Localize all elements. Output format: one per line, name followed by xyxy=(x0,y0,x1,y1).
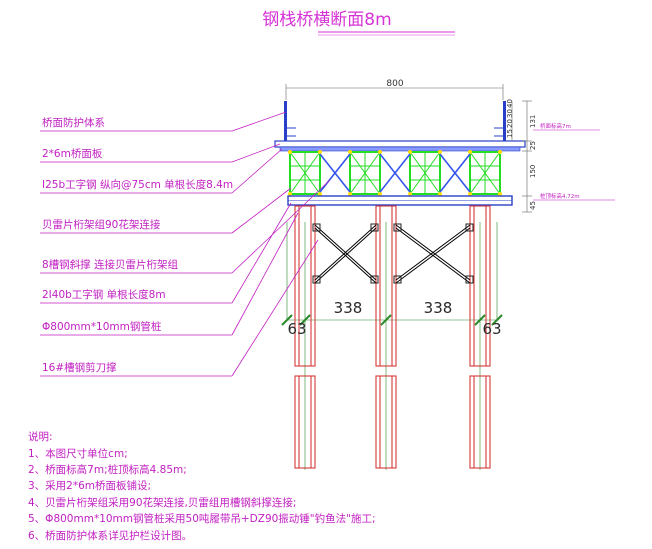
svg-text:2*6m桥面板: 2*6m桥面板 xyxy=(42,147,103,160)
pile-edge-right-label: 63 xyxy=(482,320,501,338)
callout-cap-beam: 2I40b工字钢 单根长度8m xyxy=(40,202,292,304)
i25b-beam-layer xyxy=(279,146,521,152)
pile-centerlines xyxy=(286,222,498,470)
callout-guardrail: 桥面防护体系 xyxy=(40,111,287,132)
span-right-label: 338 xyxy=(424,299,453,317)
svg-text:桥面标高7m: 桥面标高7m xyxy=(540,122,571,130)
top-width-dimension: 800 xyxy=(285,79,504,100)
callout-deck-panel: 2*6m桥面板 xyxy=(40,143,281,163)
span-left-label: 338 xyxy=(334,299,363,317)
note-item-1: 1、本图尺寸单位cm; xyxy=(28,447,128,460)
height-label-2: 25 xyxy=(529,141,537,150)
small-dim-1: 15 xyxy=(506,129,514,138)
small-dim-4: 40 xyxy=(506,99,514,108)
svg-text:桩顶标高4.72m: 桩顶标高4.72m xyxy=(540,192,580,200)
note-item-4: 4、贝雷片桁架组采用90花架连接,贝雷组用槽钢斜撑连接; xyxy=(28,496,296,509)
svg-text:桥面防护体系: 桥面防护体系 xyxy=(42,116,105,129)
svg-text:8槽钢斜撑 连接贝雷片桁架组: 8槽钢斜撑 连接贝雷片桁架组 xyxy=(42,258,179,271)
drawing-title: 钢栈桥横断面8m xyxy=(262,10,391,30)
svg-text:I25b工字钢 纵向@75cm 单根长度8.4m: I25b工字钢 纵向@75cm 单根长度8.4m xyxy=(42,178,233,191)
callout-steel-pile: Φ800mm*10mm钢管桩 xyxy=(40,212,299,336)
notes-block: 说明: 1、本图尺寸单位cm; 2、桥面标高7m;桩顶标高4.85m; 3、采用… xyxy=(28,430,376,542)
span-ticks xyxy=(281,314,503,326)
note-item-2: 2、桥面标高7m;桩顶标高4.85m; xyxy=(28,463,187,476)
callout-channel-brace: 8槽钢斜撑 连接贝雷片桁架组 xyxy=(40,179,331,274)
steel-pipe-pile-left xyxy=(294,205,316,469)
note-item-3: 3、采用2*6m桥面板铺设; xyxy=(28,479,151,492)
height-label-1: 131 xyxy=(529,115,537,128)
deck-elevation-marker: 桥面标高7m xyxy=(533,122,600,131)
note-item-6: 6、桥面防护体系详见护栏设计图。 xyxy=(28,529,192,542)
width-label: 800 xyxy=(386,79,403,89)
guardrail-left xyxy=(284,101,296,141)
callout-bailey: 贝雷片桁架组90花架连接 xyxy=(40,187,292,234)
note-item-5: 5、Φ800mm*10mm钢管桩采用50吨履带吊+DZ90振动锤"钓鱼法"施工; xyxy=(28,512,376,525)
pile-top-elevation-marker: 桩顶标高4.72m xyxy=(533,192,615,201)
pile-edge-left-label: 63 xyxy=(287,320,306,338)
scissor-braces xyxy=(312,223,474,284)
svg-text:贝雷片桁架组90花架连接: 贝雷片桁架组90花架连接 xyxy=(42,218,161,231)
svg-text:2I40b工字钢 单根长度8m: 2I40b工字钢 单根长度8m xyxy=(42,288,166,301)
steel-pipe-pile-right xyxy=(469,205,491,469)
channel-steel-braces xyxy=(319,153,471,193)
callout-scissor-brace: 16#槽钢剪刀撑 xyxy=(40,239,319,377)
height-dimensions xyxy=(511,100,532,213)
deck-plate xyxy=(274,140,526,148)
small-dim-3: 30 xyxy=(506,109,514,118)
guardrail-right xyxy=(494,101,506,141)
height-label-4: 45 xyxy=(529,201,537,210)
bailey-truss-groups xyxy=(288,150,502,196)
svg-text:Φ800mm*10mm钢管桩: Φ800mm*10mm钢管桩 xyxy=(42,320,162,333)
notes-heading: 说明: xyxy=(28,430,53,443)
callout-i25b: I25b工字钢 纵向@75cm 单根长度8.4m xyxy=(40,148,283,194)
steel-pipe-pile-middle xyxy=(375,205,397,469)
small-dim-2: 20 xyxy=(506,119,514,128)
height-label-3: 150 xyxy=(529,165,537,178)
svg-text:16#槽钢剪刀撑: 16#槽钢剪刀撑 xyxy=(42,361,117,374)
